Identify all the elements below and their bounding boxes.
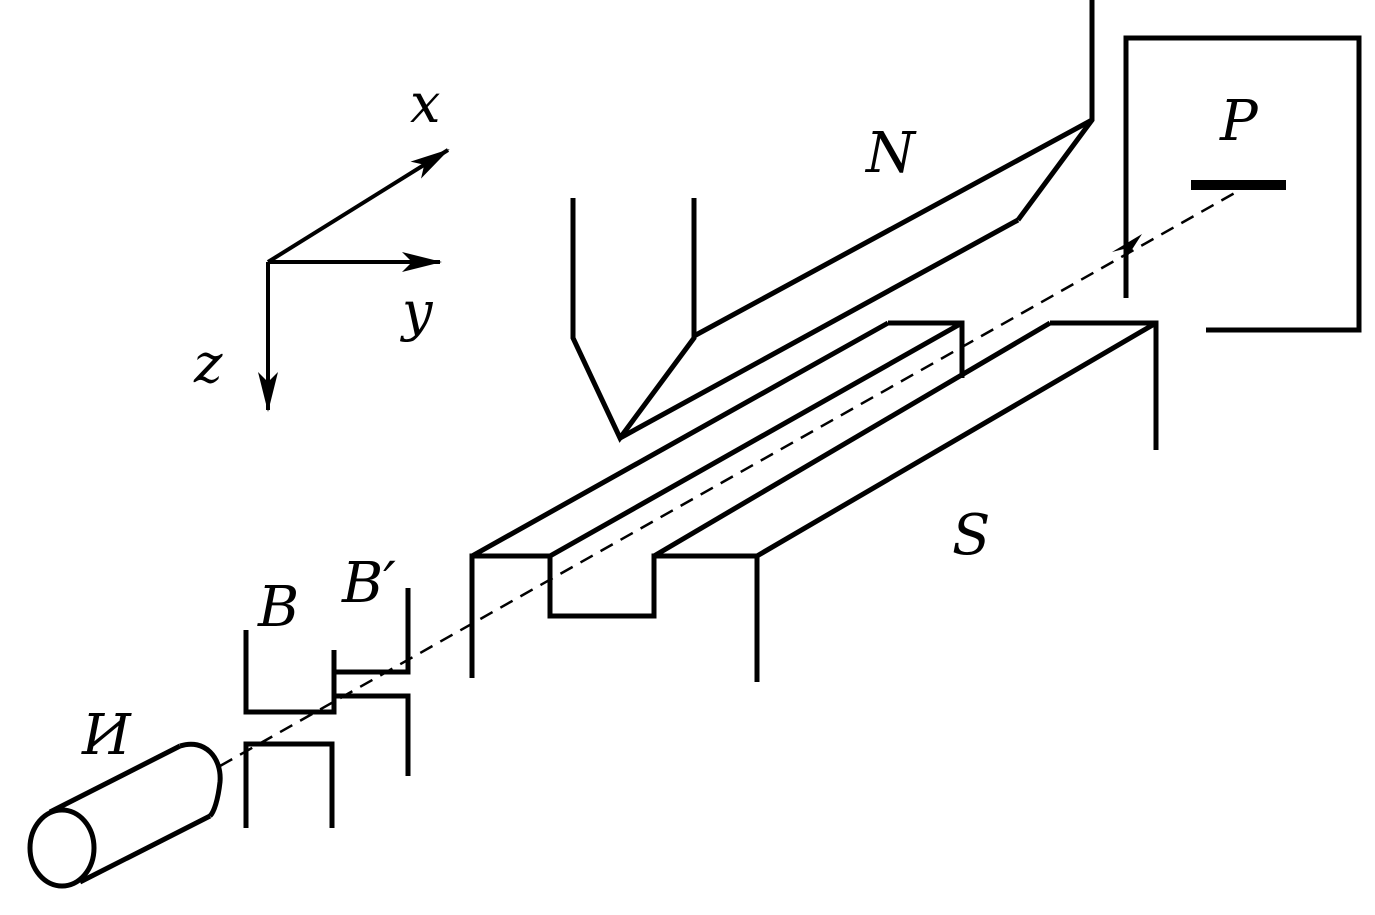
atomic-beam	[219, 188, 1241, 768]
south-pole-ridge-3	[652, 320, 1052, 559]
north-pole-label: N	[864, 121, 917, 186]
x-axis-label: x	[410, 72, 440, 135]
south-pole-label: S	[952, 503, 990, 568]
source-back-face	[179, 741, 223, 818]
source-bottom-edge	[78, 813, 212, 885]
y-axis-label: y	[400, 280, 434, 343]
north-pole-tip-ridge	[618, 217, 1020, 441]
south-pole-front-profile	[469, 553, 760, 682]
detector-chamber: P	[1123, 35, 1362, 333]
z-axis-label: z	[193, 332, 223, 395]
slit-b-prime-label: B′	[341, 551, 396, 616]
south-pole-magnet: S	[469, 320, 1159, 682]
south-pole-ridge-1	[470, 320, 890, 559]
source-label: И	[81, 703, 132, 768]
slit-b-label: B	[257, 575, 299, 640]
south-pole-ridge-2	[548, 320, 964, 559]
x-axis	[266, 148, 450, 264]
south-pole-back-left	[888, 320, 965, 378]
north-pole-top-ridge	[692, 117, 1094, 339]
detector-label: P	[1219, 89, 1259, 154]
slit-b-prime-lower	[336, 693, 411, 776]
source-top-edge	[48, 743, 182, 815]
slit-b-lower	[243, 741, 335, 828]
north-pole-far-end	[1015, 0, 1095, 222]
beam-path	[219, 188, 1241, 768]
south-pole-ridge-4	[755, 320, 1158, 559]
source-front-face	[27, 807, 97, 889]
atom-source-oven: И	[27, 703, 223, 889]
coordinate-axes: x y z	[193, 72, 450, 412]
slit-b-prime-upper	[334, 588, 411, 675]
south-pole-back-right	[1050, 320, 1159, 450]
north-pole-magnet: N	[570, 0, 1095, 443]
detector-box-outline	[1123, 35, 1362, 333]
north-pole-left-edge	[570, 198, 697, 443]
beam-direction-arrow	[1112, 234, 1142, 262]
slit-b-upper	[243, 630, 337, 715]
slit-diaphragms: B B′	[243, 551, 411, 828]
